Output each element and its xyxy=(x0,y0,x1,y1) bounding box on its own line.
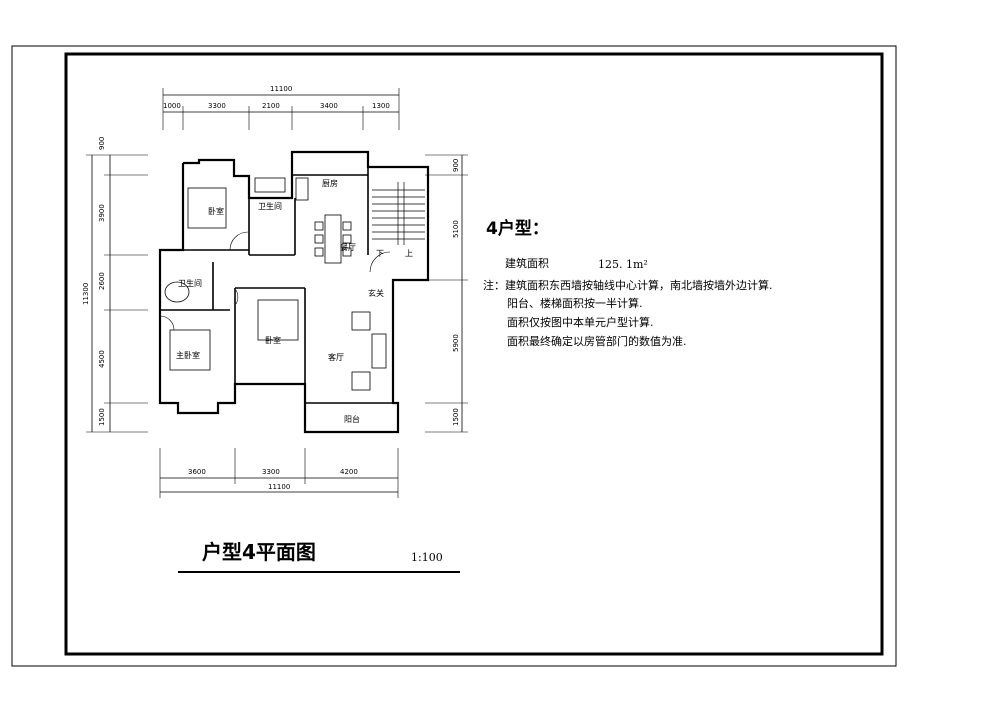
left-dim-1: 900 xyxy=(98,137,106,150)
top-dim-1: 1000 xyxy=(163,102,181,110)
bottom-dim-1: 3600 xyxy=(188,468,206,476)
dimension-labels: 11100 1000 3300 2100 3400 1300 3600 3300… xyxy=(82,85,460,491)
sheet-outer-border xyxy=(11,45,897,667)
drawing-title: 户型4平面图 1:100 xyxy=(178,540,460,573)
room-balcony: 阳台 xyxy=(344,414,360,424)
top-dim-5: 1300 xyxy=(372,102,390,110)
room-bedroom-top: 卧室 xyxy=(208,206,224,216)
right-dim-3: 5900 xyxy=(452,334,460,352)
note-line-3: 面积仅按图中本单元户型计算. xyxy=(507,315,654,329)
overall-width-top: 11100 xyxy=(270,85,292,93)
room-dining: 餐厅 xyxy=(340,243,356,252)
room-labels: 卧室 卫生间 厨房 餐厅 卫生间 主卧室 卧室 玄关 客厅 阳台 下 上 xyxy=(176,178,413,424)
right-dim-2: 5100 xyxy=(452,220,460,238)
right-dim-1: 900 xyxy=(452,159,460,172)
top-dim-3: 2100 xyxy=(262,102,280,110)
room-bathroom-left: 卫生间 xyxy=(178,278,202,288)
left-dim-5: 1500 xyxy=(98,408,106,426)
floor-plan xyxy=(86,88,468,498)
top-dim-2: 3300 xyxy=(208,102,226,110)
drawing-frame xyxy=(64,52,884,656)
left-dim-3: 2600 xyxy=(98,272,106,290)
right-dim-4: 1500 xyxy=(452,408,460,426)
unit-type-heading: 4户型： xyxy=(486,218,549,239)
note-line-2: 阳台、楼梯面积按一半计算. xyxy=(507,296,643,310)
stair-down-label: 下 xyxy=(376,249,384,258)
plan-scale: 1:100 xyxy=(411,551,443,564)
left-dim-2: 3900 xyxy=(98,204,106,222)
area-value: 125. 1m² xyxy=(598,258,648,271)
area-label: 建筑面积 xyxy=(505,256,549,270)
room-foyer: 玄关 xyxy=(368,288,384,298)
room-bedroom-middle: 卧室 xyxy=(265,335,281,345)
bottom-dim-2: 3300 xyxy=(262,468,280,476)
room-master-bedroom: 主卧室 xyxy=(176,350,200,360)
overall-depth-left: 11300 xyxy=(82,283,90,305)
plan-title: 户型4平面图 xyxy=(202,540,316,564)
bottom-dim-3: 4200 xyxy=(340,468,358,476)
left-dim-4: 4500 xyxy=(98,350,106,368)
top-dim-4: 3400 xyxy=(320,102,338,110)
info-block: 4户型： 建筑面积 125. 1m² 注：建筑面积东西墙按轴线中心计算，南北墙按… xyxy=(483,218,773,348)
overall-width-bottom: 11100 xyxy=(268,483,290,491)
stair-up-label: 上 xyxy=(405,249,413,258)
note-line-4: 面积最终确定以房管部门的数值为准. xyxy=(507,334,687,348)
note-line-1: 注：建筑面积东西墙按轴线中心计算，南北墙按墙外边计算. xyxy=(483,278,773,292)
room-kitchen: 厨房 xyxy=(322,178,338,188)
room-bathroom-top: 卫生间 xyxy=(258,201,282,211)
room-living: 客厅 xyxy=(328,352,344,362)
